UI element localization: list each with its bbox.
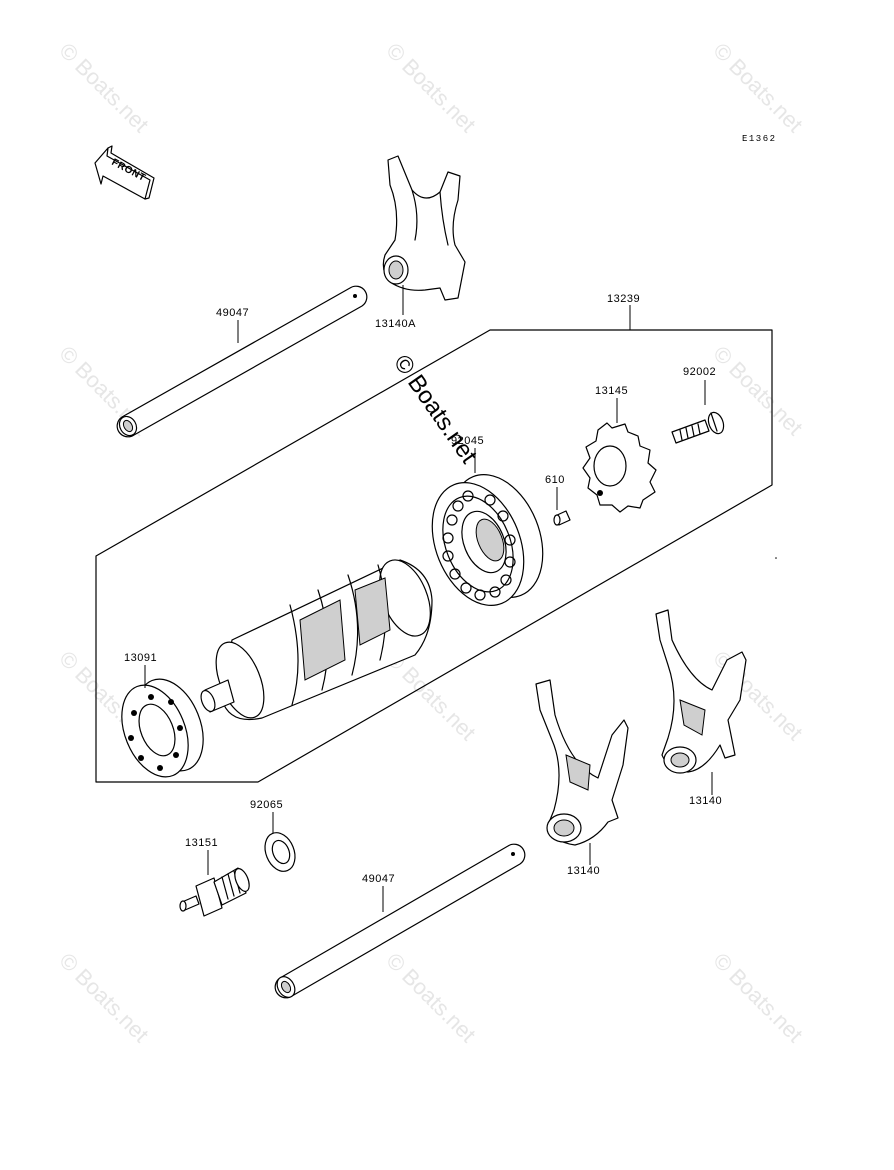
shift-drum-star [582, 422, 657, 513]
watermark: © Boats.net [708, 948, 807, 1047]
watermark: © Boats.net [54, 948, 153, 1047]
part-label-bolt: 92002 [683, 366, 716, 378]
part-label-fork-right: 13140 [689, 795, 722, 807]
shift-fork-top [382, 155, 466, 301]
part-label-switch: 13151 [185, 837, 218, 849]
shaft-top [116, 285, 368, 438]
neutral-switch [179, 867, 250, 917]
watermark: © Boats.net [381, 948, 480, 1047]
front-arrow-icon: FRONT [94, 145, 155, 200]
part-label-shaft-bottom: 49047 [362, 873, 395, 885]
bolt [671, 411, 725, 444]
part-label-shaft-top: 49047 [216, 307, 249, 319]
part-label-pin: 610 [545, 474, 565, 486]
part-label-drum-assy: 13239 [607, 293, 640, 305]
ball-bearing-main [431, 474, 544, 606]
shaft-bottom [274, 843, 526, 999]
watermark-main: © Boats.net [388, 350, 482, 469]
part-label-bearing-small: 13091 [124, 652, 157, 664]
watermark: © Boats.net [381, 38, 480, 137]
shift-fork-right [655, 609, 747, 774]
part-label-bearing-main: 92045 [451, 435, 484, 447]
watermark: © Boats.net [708, 38, 807, 137]
shift-fork-middle [535, 679, 629, 846]
watermark: © Boats.net [54, 38, 153, 137]
pin [553, 510, 571, 526]
part-label-washer: 92065 [250, 799, 283, 811]
part-label-fork-middle: 13140 [567, 865, 600, 877]
ball-bearing-small [121, 678, 204, 778]
part-label-star-plate: 13145 [595, 385, 628, 397]
part-label-fork-top: 13140A [375, 318, 416, 330]
diagram-code: E1362 [742, 134, 777, 144]
shift-drum [200, 559, 433, 721]
drum-assembly-outline [95, 329, 773, 783]
washer [264, 832, 296, 872]
